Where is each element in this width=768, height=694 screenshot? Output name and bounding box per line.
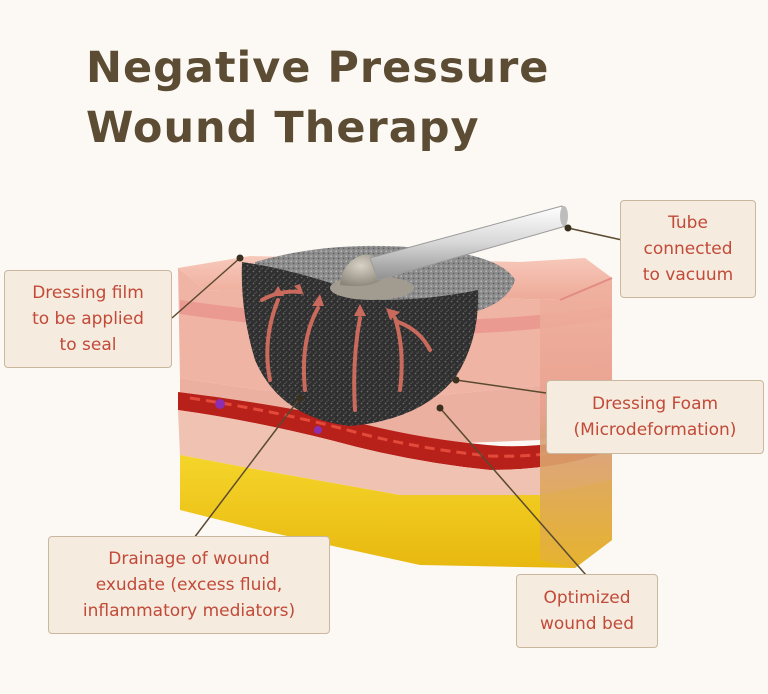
label-line: inflammatory mediators) [82,601,296,621]
label-line: Drainage of wound [108,549,270,569]
label-optimized-wound-bed: Optimized wound bed [516,574,658,648]
label-drainage-of-wound-exudate: Drainage of wound exudate (excess fluid,… [48,536,330,634]
label-dressing-foam: Dressing Foam (Microdeformation) [546,380,764,454]
label-line: wound bed [539,614,635,634]
label-line: to seal [59,335,117,355]
label-line: Tube [668,213,708,233]
label-line: (Microdeformation) [573,420,737,440]
fat-layer [180,455,612,568]
blood-vessel-layer [178,392,612,470]
label-line: to be applied [32,309,144,329]
title-line-1: Negative Pressure [86,43,550,93]
label-line: Dressing film [32,283,144,303]
label-tube-connected-to-vacuum: Tube connected to vacuum [620,200,756,298]
label-line: Optimized [543,588,631,608]
label-line: Dressing Foam [591,394,719,414]
vacuum-tube [330,205,568,300]
page-title: Negative Pressure Wound Therapy [86,38,549,158]
title-line-2: Wound Therapy [86,103,480,153]
dressing-foam [241,262,479,426]
label-line: to vacuum [642,265,734,285]
label-line: exudate (excess fluid, [95,575,283,595]
label-line: connected [643,239,733,259]
label-dressing-film: Dressing film to be applied to seal [4,270,172,368]
